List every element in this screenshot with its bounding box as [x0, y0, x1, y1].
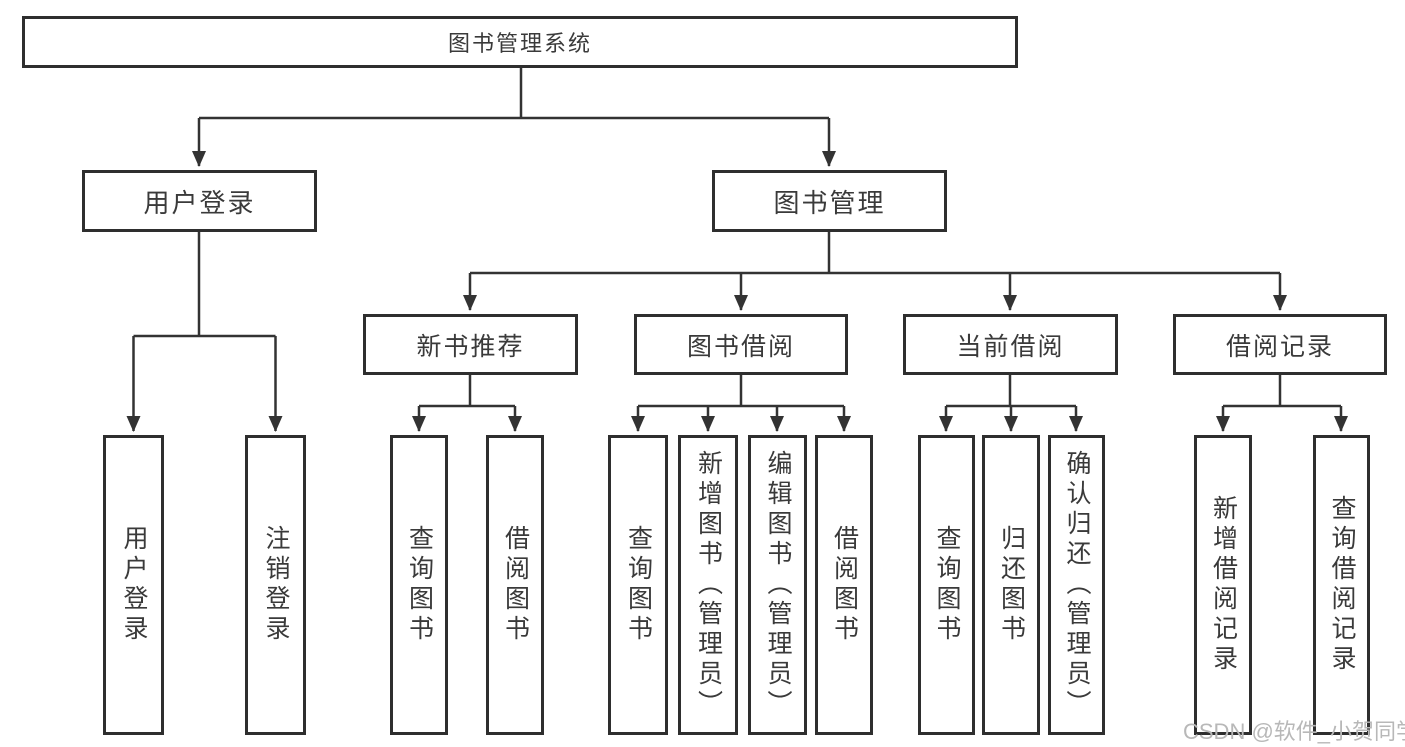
leaf-query-borrow-record: 查询借阅记录 — [1313, 435, 1370, 735]
leaf-query-books-1: 查询图书 — [390, 435, 448, 735]
node-new-book-recommend: 新书推荐 — [363, 314, 578, 375]
node-root: 图书管理系统 — [22, 16, 1018, 68]
connector-group-user-login — [126, 232, 283, 432]
leaf-borrow-books-2: 借阅图书 — [815, 435, 873, 735]
leaf-confirm-return-admin: 确认归还（管理员） — [1048, 435, 1105, 735]
node-current-borrow-label: 当前借阅 — [956, 332, 1065, 361]
node-book-management: 图书管理 — [712, 170, 947, 232]
connector-group-root — [192, 68, 836, 167]
leaf-add-borrow-record-label: 新增借阅记录 — [1209, 495, 1238, 675]
leaf-borrow-books-2-label: 借阅图书 — [830, 525, 859, 645]
leaf-query-books-3: 查询图书 — [918, 435, 975, 735]
leaf-query-books-2-label: 查询图书 — [624, 525, 653, 645]
watermark: CSDN @软件_小贺同学 — [1183, 719, 1405, 744]
leaf-return-book-label: 归还图书 — [997, 525, 1026, 645]
node-root-label: 图书管理系统 — [447, 31, 592, 56]
leaf-query-books-2: 查询图书 — [608, 435, 668, 735]
leaf-confirm-return-admin-label: 确认归还（管理员） — [1063, 450, 1091, 720]
leaf-edit-book-admin-label: 编辑图书（管理员） — [764, 450, 792, 720]
leaf-user-login: 用户登录 — [103, 435, 164, 735]
node-book-management-label: 图书管理 — [773, 187, 886, 218]
leaf-query-books-1-label: 查询图书 — [405, 525, 434, 645]
leaf-logout-label: 注销登录 — [262, 525, 290, 645]
leaf-query-borrow-record-label: 查询借阅记录 — [1328, 495, 1356, 675]
node-current-borrow: 当前借阅 — [903, 314, 1118, 375]
node-book-borrow: 图书借阅 — [634, 314, 848, 375]
leaf-add-borrow-record: 新增借阅记录 — [1194, 435, 1252, 735]
node-user-login-label: 用户登录 — [143, 187, 256, 218]
connector-group-current-borrow — [939, 375, 1083, 432]
leaf-edit-book-admin: 编辑图书（管理员） — [748, 435, 807, 735]
leaf-borrow-books-1-label: 借阅图书 — [501, 525, 530, 645]
connector-group-new-book-recommend — [412, 375, 522, 432]
node-borrow-record: 借阅记录 — [1173, 314, 1387, 375]
leaf-user-login-label: 用户登录 — [120, 525, 148, 645]
node-borrow-record-label: 借阅记录 — [1225, 332, 1334, 361]
leaf-add-book-admin: 新增图书（管理员） — [678, 435, 738, 735]
leaf-logout: 注销登录 — [245, 435, 306, 735]
connector-group-book-management — [463, 232, 1287, 311]
node-book-borrow-label: 图书借阅 — [686, 332, 795, 361]
node-user-login: 用户登录 — [82, 170, 317, 232]
connector-group-book-borrow — [631, 375, 851, 432]
leaf-add-book-admin-label: 新增图书（管理员） — [694, 450, 723, 720]
node-new-book-recommend-label: 新书推荐 — [416, 332, 525, 361]
connector-group-borrow-record — [1216, 375, 1348, 432]
leaf-borrow-books-1: 借阅图书 — [486, 435, 544, 735]
leaf-query-books-3-label: 查询图书 — [933, 525, 961, 645]
leaf-return-book: 归还图书 — [982, 435, 1040, 735]
